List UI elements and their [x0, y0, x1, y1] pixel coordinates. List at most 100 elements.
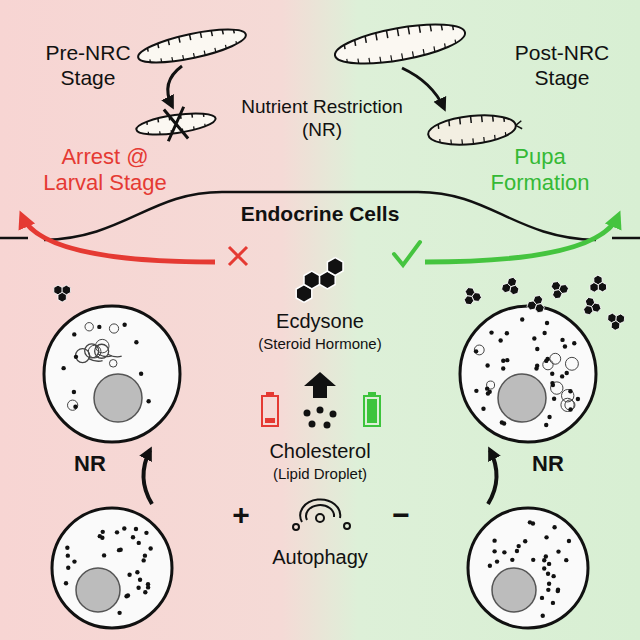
illustration-part	[157, 43, 159, 48]
treatment-label: Nutrient Restriction (NR)	[222, 96, 422, 142]
illustration-part	[141, 558, 145, 562]
illustration-part	[200, 32, 201, 38]
illustration-part	[505, 358, 509, 362]
illustration-part	[459, 118, 461, 125]
illustration-part	[193, 53, 195, 58]
illustration-part	[470, 116, 472, 123]
cell-layer-line	[0, 237, 28, 240]
illustration-part	[316, 514, 324, 522]
nr-arrow	[168, 66, 182, 106]
illustration-part	[546, 588, 550, 592]
illustration-part	[483, 137, 485, 142]
illustration-part	[544, 359, 548, 363]
illustration-part	[444, 43, 446, 48]
nr-arrow	[402, 68, 444, 108]
illustration-part	[139, 372, 143, 376]
cell-layer-line	[612, 237, 640, 240]
illustration-part	[541, 614, 545, 618]
illustration-part	[500, 420, 504, 424]
illustration-part	[149, 59, 151, 62]
illustration-part	[564, 558, 568, 562]
illustration-part	[164, 107, 188, 141]
illustration-part	[501, 366, 505, 370]
illustration-part	[450, 140, 452, 145]
illustration-part	[160, 58, 162, 62]
illustration-part	[143, 590, 147, 594]
molecule-note: (Steroid Hormone)	[258, 335, 381, 353]
illustration-part	[146, 399, 150, 403]
illustration-part	[182, 55, 184, 60]
illustration-part	[72, 559, 76, 563]
illustration-part	[494, 135, 496, 140]
illustration-part	[109, 324, 118, 333]
illustration-part	[548, 280, 570, 302]
illustration-part	[565, 357, 578, 370]
illustration-part	[547, 415, 551, 419]
illustration-part	[179, 37, 180, 43]
illustration-part	[330, 411, 337, 418]
illustration-part	[159, 131, 161, 134]
illustration-part	[380, 57, 381, 63]
illustration-part	[489, 330, 493, 334]
illustration-part	[168, 40, 169, 45]
illustration-part	[344, 45, 346, 49]
illustration-part	[542, 558, 546, 562]
illustration-part	[563, 344, 567, 348]
sign-label: −	[392, 497, 410, 533]
illustration-part	[510, 558, 514, 562]
illustration-part	[437, 124, 439, 129]
illustration-part	[134, 527, 138, 531]
illustration-part	[492, 538, 496, 542]
illustration-part	[131, 535, 135, 539]
illustration-part	[214, 48, 216, 52]
illustration-part	[441, 25, 442, 31]
illustration-part	[357, 59, 359, 64]
illustration-part	[98, 534, 102, 538]
illustration-part	[309, 421, 316, 428]
molecule-label: Ecdysone	[276, 309, 364, 333]
illustration-part	[427, 111, 523, 149]
illustration-part	[300, 499, 340, 522]
illustration-part	[492, 116, 494, 122]
illustration-part	[535, 364, 539, 368]
illustration-part	[135, 570, 139, 574]
illustration-part	[501, 359, 505, 363]
illustration-part	[136, 586, 140, 590]
illustration-part	[543, 359, 553, 369]
illustration-part	[452, 26, 454, 30]
illustration-part	[498, 338, 502, 342]
nr-arrow	[488, 450, 497, 504]
illustration-part	[433, 46, 435, 51]
illustration-part	[560, 338, 564, 342]
illustration-part	[66, 553, 70, 557]
illustration-part	[317, 407, 324, 414]
illustration-part	[211, 31, 212, 36]
illustration-part	[332, 17, 468, 71]
illustration-part	[560, 374, 564, 378]
illustration-part	[468, 508, 588, 628]
illustration-part	[171, 57, 173, 61]
illustration-part	[419, 25, 420, 32]
illustration-part	[190, 34, 191, 40]
illustration-part	[586, 274, 609, 297]
illustration-part	[148, 546, 152, 550]
illustration-part	[439, 139, 441, 143]
illustration-part	[368, 58, 370, 63]
illustration-part	[448, 120, 450, 126]
outcome-label: Pupa Formation	[475, 144, 605, 197]
illustration-part	[68, 400, 78, 410]
illustration-part	[157, 118, 159, 122]
illustration-part	[535, 347, 539, 351]
illustration-part	[222, 30, 224, 35]
illustration-part	[528, 520, 532, 524]
treatment-label: NR	[532, 451, 564, 477]
illustration-part	[204, 124, 206, 126]
illustration-part	[52, 508, 172, 628]
battery-full	[364, 392, 380, 426]
illustration-part	[579, 296, 603, 320]
illustration-part	[552, 397, 556, 401]
illustration-part	[44, 306, 180, 442]
illustration-part	[346, 59, 348, 62]
illustration-part	[117, 611, 121, 615]
illustration-part	[327, 258, 343, 276]
